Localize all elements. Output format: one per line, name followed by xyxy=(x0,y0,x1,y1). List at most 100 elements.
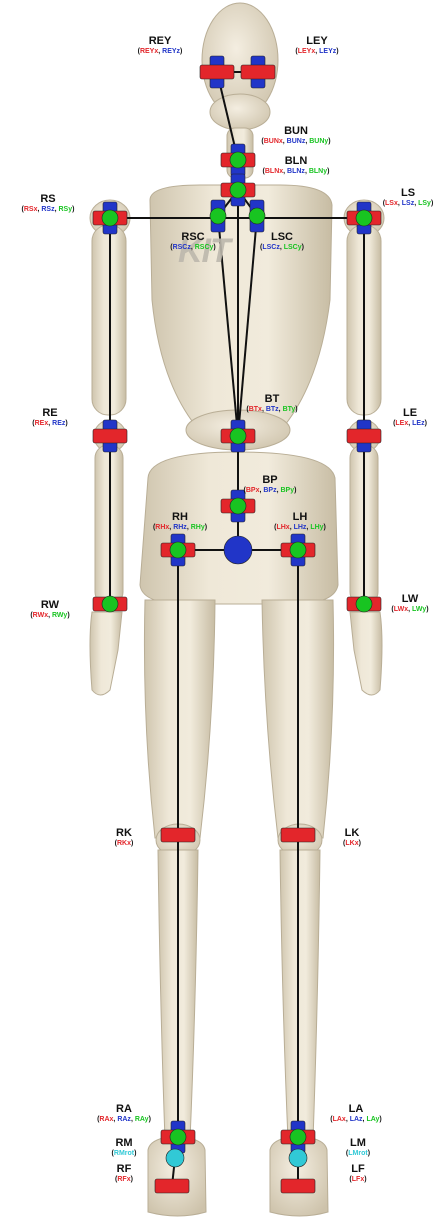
label-ls: LS(LSx, LSz, LSy) xyxy=(368,188,441,207)
joint-name: RK xyxy=(84,828,164,840)
y-axis-sphere xyxy=(230,428,246,444)
joint-axes: (RSx, RSz, RSy) xyxy=(8,206,88,213)
joint-axes: (BLNx, BLNz, BLNy) xyxy=(256,168,336,175)
x-axis-cylinder xyxy=(200,65,234,79)
axis-y: LSy xyxy=(418,200,431,207)
axis-x: RKx xyxy=(117,840,131,847)
label-lw: LW(LWx, LWy) xyxy=(370,594,441,613)
y-axis-sphere xyxy=(230,182,246,198)
rotation-disc xyxy=(289,1149,307,1167)
label-rf: RF(RFx) xyxy=(84,1164,164,1183)
joint-name: RS xyxy=(8,194,88,206)
y-axis-sphere xyxy=(170,1129,186,1145)
label-bt: BT(BTx, BTz, BTy) xyxy=(232,394,312,413)
rotation-disc xyxy=(166,1149,184,1167)
joint-axes: (RWx, RWy) xyxy=(10,612,90,619)
axis-z: REYz xyxy=(162,48,180,55)
axis-x: RAx xyxy=(99,1116,113,1123)
axis-x: LEYx xyxy=(298,48,316,55)
joint-name: RW xyxy=(10,600,90,612)
y-axis-sphere xyxy=(102,596,118,612)
axis-x: BUNx xyxy=(264,138,283,145)
joint-axes: (LKx) xyxy=(312,840,392,847)
axis-x: REx xyxy=(35,420,49,427)
axis-z: LSz xyxy=(402,200,414,207)
axis-z: LHz xyxy=(294,524,307,531)
axis-x: RSx xyxy=(24,206,38,213)
y-axis-sphere xyxy=(290,1129,306,1145)
axis-x: RFx xyxy=(117,1176,130,1183)
axis-y: RWy xyxy=(52,612,67,619)
y-axis-sphere xyxy=(356,210,372,226)
axis-y: BLNy xyxy=(309,168,327,175)
axis-x: RHx xyxy=(155,524,169,531)
y-axis-sphere xyxy=(102,210,118,226)
joint-axes: (RSCz, RSCy) xyxy=(153,244,233,251)
joint-lm xyxy=(289,1149,307,1167)
joint-axes: (LMrot) xyxy=(318,1150,398,1157)
y-axis-sphere xyxy=(249,208,265,224)
axis-y: BUNy xyxy=(309,138,328,145)
label-lf: LF(LFx) xyxy=(318,1164,398,1183)
axis-rot: RMrot xyxy=(114,1150,134,1157)
axis-y: LHy xyxy=(310,524,323,531)
label-ley: LEY(LEYx, LEYz) xyxy=(277,36,357,55)
axis-x: LWx xyxy=(394,606,408,613)
axis-x: LFx xyxy=(352,1176,364,1183)
label-rh: RH(RHx, RHz, RHy) xyxy=(140,512,220,531)
axis-z: BPz xyxy=(263,487,276,494)
joint-name: LA xyxy=(316,1104,396,1116)
axis-z: RHz xyxy=(173,524,187,531)
joint-name: LS xyxy=(368,188,441,200)
x-axis-cylinder xyxy=(241,65,275,79)
joint-axes: (LEYx, LEYz) xyxy=(277,48,357,55)
label-lm: LM(LMrot) xyxy=(318,1138,398,1157)
label-rw: RW(RWx, RWy) xyxy=(10,600,90,619)
axis-y: LAy xyxy=(366,1116,379,1123)
joint-name: RM xyxy=(84,1138,164,1150)
axis-x: BLNx xyxy=(265,168,283,175)
axis-z: RSCz xyxy=(173,244,191,251)
label-lh: LH(LHx, LHz, LHy) xyxy=(260,512,340,531)
axis-y: LSCy xyxy=(284,244,302,251)
label-le: LE(LEx, LEz) xyxy=(370,408,441,427)
joint-axes: (LAx, LAz, LAy) xyxy=(316,1116,396,1123)
axis-y: RSy xyxy=(59,206,73,213)
joint-name: RE xyxy=(10,408,90,420)
joint-lk xyxy=(281,828,315,842)
joint-name: BP xyxy=(230,475,310,487)
y-axis-sphere xyxy=(170,542,186,558)
joint-rm xyxy=(166,1149,184,1167)
axis-y: LWy xyxy=(412,606,426,613)
label-rey: REY(REYx, REYz) xyxy=(120,36,200,55)
joint-name: LW xyxy=(370,594,441,606)
axis-z: LEz xyxy=(412,420,424,427)
joint-axes: (RKx) xyxy=(84,840,164,847)
axis-z: LEYz xyxy=(319,48,336,55)
axis-x: BPx xyxy=(246,487,260,494)
x-axis-cylinder xyxy=(347,429,381,443)
joint-axes: (RMrot) xyxy=(84,1150,164,1157)
axis-y: BTy xyxy=(283,406,296,413)
y-axis-sphere xyxy=(210,208,226,224)
x-axis-cylinder xyxy=(161,828,195,842)
joint-axes: (BUNx, BUNz, BUNy) xyxy=(256,138,336,145)
joint-name: BLN xyxy=(256,156,336,168)
axis-x: RWx xyxy=(33,612,48,619)
axis-x: REYx xyxy=(140,48,158,55)
joint-name: RA xyxy=(84,1104,164,1116)
joint-name: LH xyxy=(260,512,340,524)
joint-rw xyxy=(93,596,127,612)
joint-axes: (REYx, REYz) xyxy=(120,48,200,55)
axis-x: BTx xyxy=(249,406,262,413)
x-axis-cylinder xyxy=(281,1179,315,1193)
label-bun: BUN(BUNx, BUNz, BUNy) xyxy=(256,126,336,145)
joint-rk xyxy=(161,828,195,842)
joint-name: LSC xyxy=(242,232,322,244)
joint-name: RH xyxy=(140,512,220,524)
joint-axes: (RHx, RHz, RHy) xyxy=(140,524,220,531)
label-ra: RA(RAx, RAz, RAy) xyxy=(84,1104,164,1123)
axis-x: LSx xyxy=(385,200,398,207)
axis-z: BLNz xyxy=(287,168,305,175)
pelvis-root-sphere xyxy=(224,536,252,564)
